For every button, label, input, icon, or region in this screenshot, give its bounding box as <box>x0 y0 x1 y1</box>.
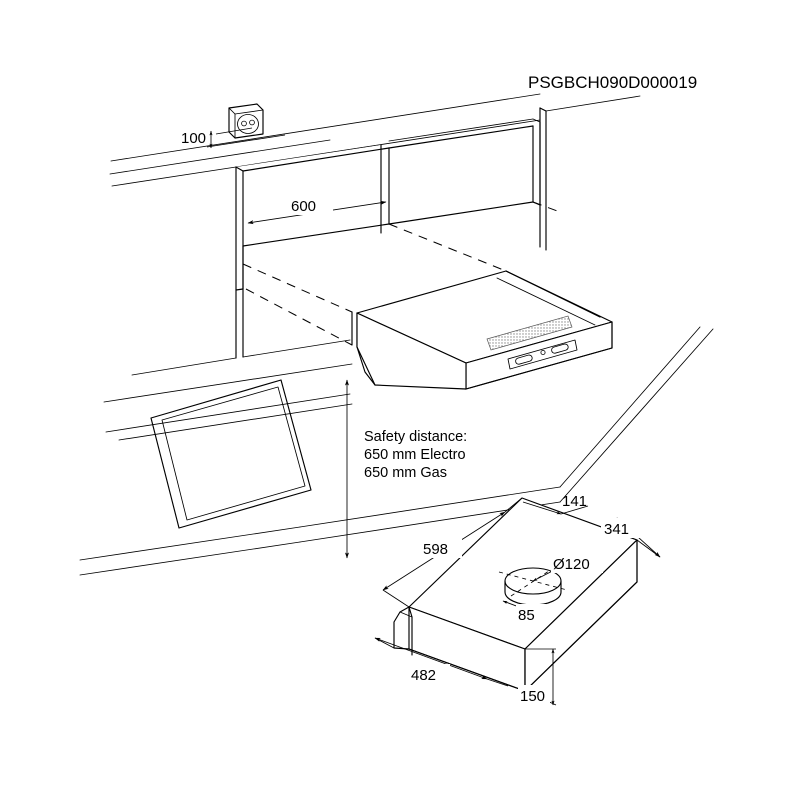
wall-cabinet-right <box>380 118 541 234</box>
dimension-598-label: 598 <box>423 541 448 558</box>
dimension-100-label: 100 <box>181 130 206 147</box>
wall-cabinet-left <box>235 145 391 291</box>
dimension-600-label: 600 <box>291 198 316 215</box>
dimension-diameter-120: Ø120 <box>551 553 603 573</box>
control-button-right[interactable] <box>551 343 569 354</box>
drawing-code-title: PSGBCH090D000019 <box>528 73 697 92</box>
dimension-150-label: 150 <box>520 688 545 705</box>
dimension-85-label: 85 <box>518 607 535 624</box>
wall-band-lines <box>109 93 541 187</box>
power-socket <box>228 103 264 139</box>
dimension-482: 482 <box>374 637 509 687</box>
dimension-341: 341 <box>601 517 661 558</box>
cooktop <box>150 379 312 529</box>
cooker-hood-lower <box>393 497 638 692</box>
safety-note-line-1: Safety distance: <box>364 429 467 445</box>
dimension-482-label: 482 <box>411 667 436 684</box>
dimension-100: 100 <box>181 127 286 149</box>
control-button-left[interactable] <box>515 354 533 365</box>
dimension-120-label: Ø120 <box>553 556 590 573</box>
upper-installation-view: 100 600 Safety distance: 650 mm Electro … <box>79 93 714 576</box>
mesh-filter-strip <box>486 315 573 351</box>
safety-note-line-2: 650 mm Electro <box>364 447 466 463</box>
dimension-600: 600 <box>247 195 387 225</box>
dimension-141-label: 141 <box>562 493 587 510</box>
dimension-safety-distance: Safety distance: 650 mm Electro 650 mm G… <box>344 379 492 559</box>
socket-hole-left <box>241 120 247 127</box>
control-panel <box>507 339 578 370</box>
lower-dimension-view: 598 141 341 Ø120 85 <box>374 493 661 706</box>
indicator-lamp <box>540 349 546 355</box>
dimension-85: 85 <box>502 600 546 624</box>
dimension-341-label: 341 <box>604 521 629 538</box>
air-outlet-120 <box>498 561 571 606</box>
right-wall-panel <box>539 95 641 251</box>
projection-dashed-lines <box>242 201 561 346</box>
cooker-hood-upper <box>351 270 613 390</box>
hood-left-rounded-corner <box>393 606 410 650</box>
safety-note-line-3: 650 mm Gas <box>364 465 447 481</box>
dimension-598: 598 <box>382 497 523 608</box>
left-wall-edges <box>131 288 351 376</box>
socket-face <box>237 114 259 134</box>
dimension-141: 141 <box>522 493 589 515</box>
socket-hole-right <box>249 119 255 126</box>
dimension-150: 150 <box>518 648 557 706</box>
